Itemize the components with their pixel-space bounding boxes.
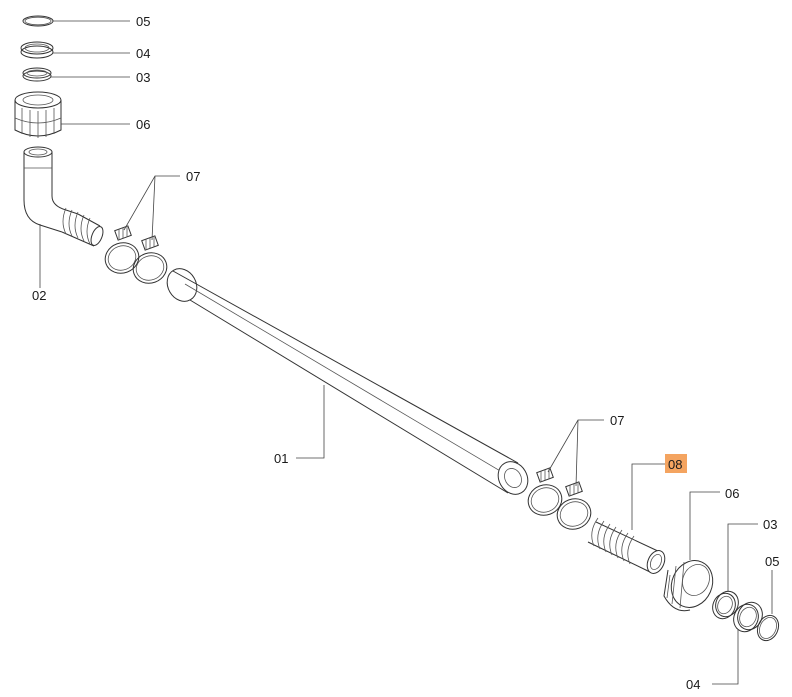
label-03-bottom: 03 (763, 517, 777, 532)
label-03-top: 03 (136, 70, 150, 85)
label-05-bottom: 05 (765, 554, 779, 569)
label-02: 02 (32, 288, 46, 303)
leader-07-bottom-a (547, 419, 604, 473)
label-06-bottom: 06 (725, 486, 739, 501)
label-08-highlight (665, 454, 687, 473)
part-07-clamp-top-1[interactable] (101, 225, 143, 278)
label-01: 01 (274, 451, 288, 466)
part-05-oring-top[interactable] (22, 15, 54, 27)
leader-06-bottom (689, 491, 720, 560)
part-07-clamp-bottom-2[interactable] (553, 481, 595, 534)
leader-04-bottom (712, 630, 739, 685)
label-08: 08 (668, 457, 682, 472)
part-08-hose-connector[interactable] (587, 517, 668, 576)
leader-01 (296, 385, 325, 459)
leader-07-top-b (151, 175, 156, 241)
part-07-clamp-bottom-1[interactable] (524, 467, 566, 520)
part-01-main-tube[interactable] (161, 263, 533, 499)
part-07-clamp-top-2[interactable] (129, 235, 171, 288)
label-07-bottom: 07 (610, 413, 624, 428)
part-03-ring-bottom[interactable] (709, 588, 743, 623)
label-04-top: 04 (136, 46, 150, 61)
label-05-top: 05 (136, 14, 150, 29)
label-04-bottom: 04 (686, 677, 700, 692)
label-07-top: 07 (186, 169, 200, 184)
leader-07-bottom-b (575, 419, 579, 487)
label-06-top: 06 (136, 117, 150, 132)
part-04-ring-top[interactable] (20, 41, 54, 59)
leader-03-bottom (727, 523, 758, 592)
part-03-ring-top[interactable] (22, 67, 52, 82)
leader-08 (631, 463, 665, 530)
part-06-nut-bottom[interactable] (663, 554, 720, 614)
leader-07-top-a (123, 175, 180, 231)
part-02-elbow-fitting[interactable] (23, 146, 105, 247)
part-06-nut-top[interactable] (14, 91, 62, 138)
part-05-oring-bottom[interactable] (754, 612, 783, 644)
